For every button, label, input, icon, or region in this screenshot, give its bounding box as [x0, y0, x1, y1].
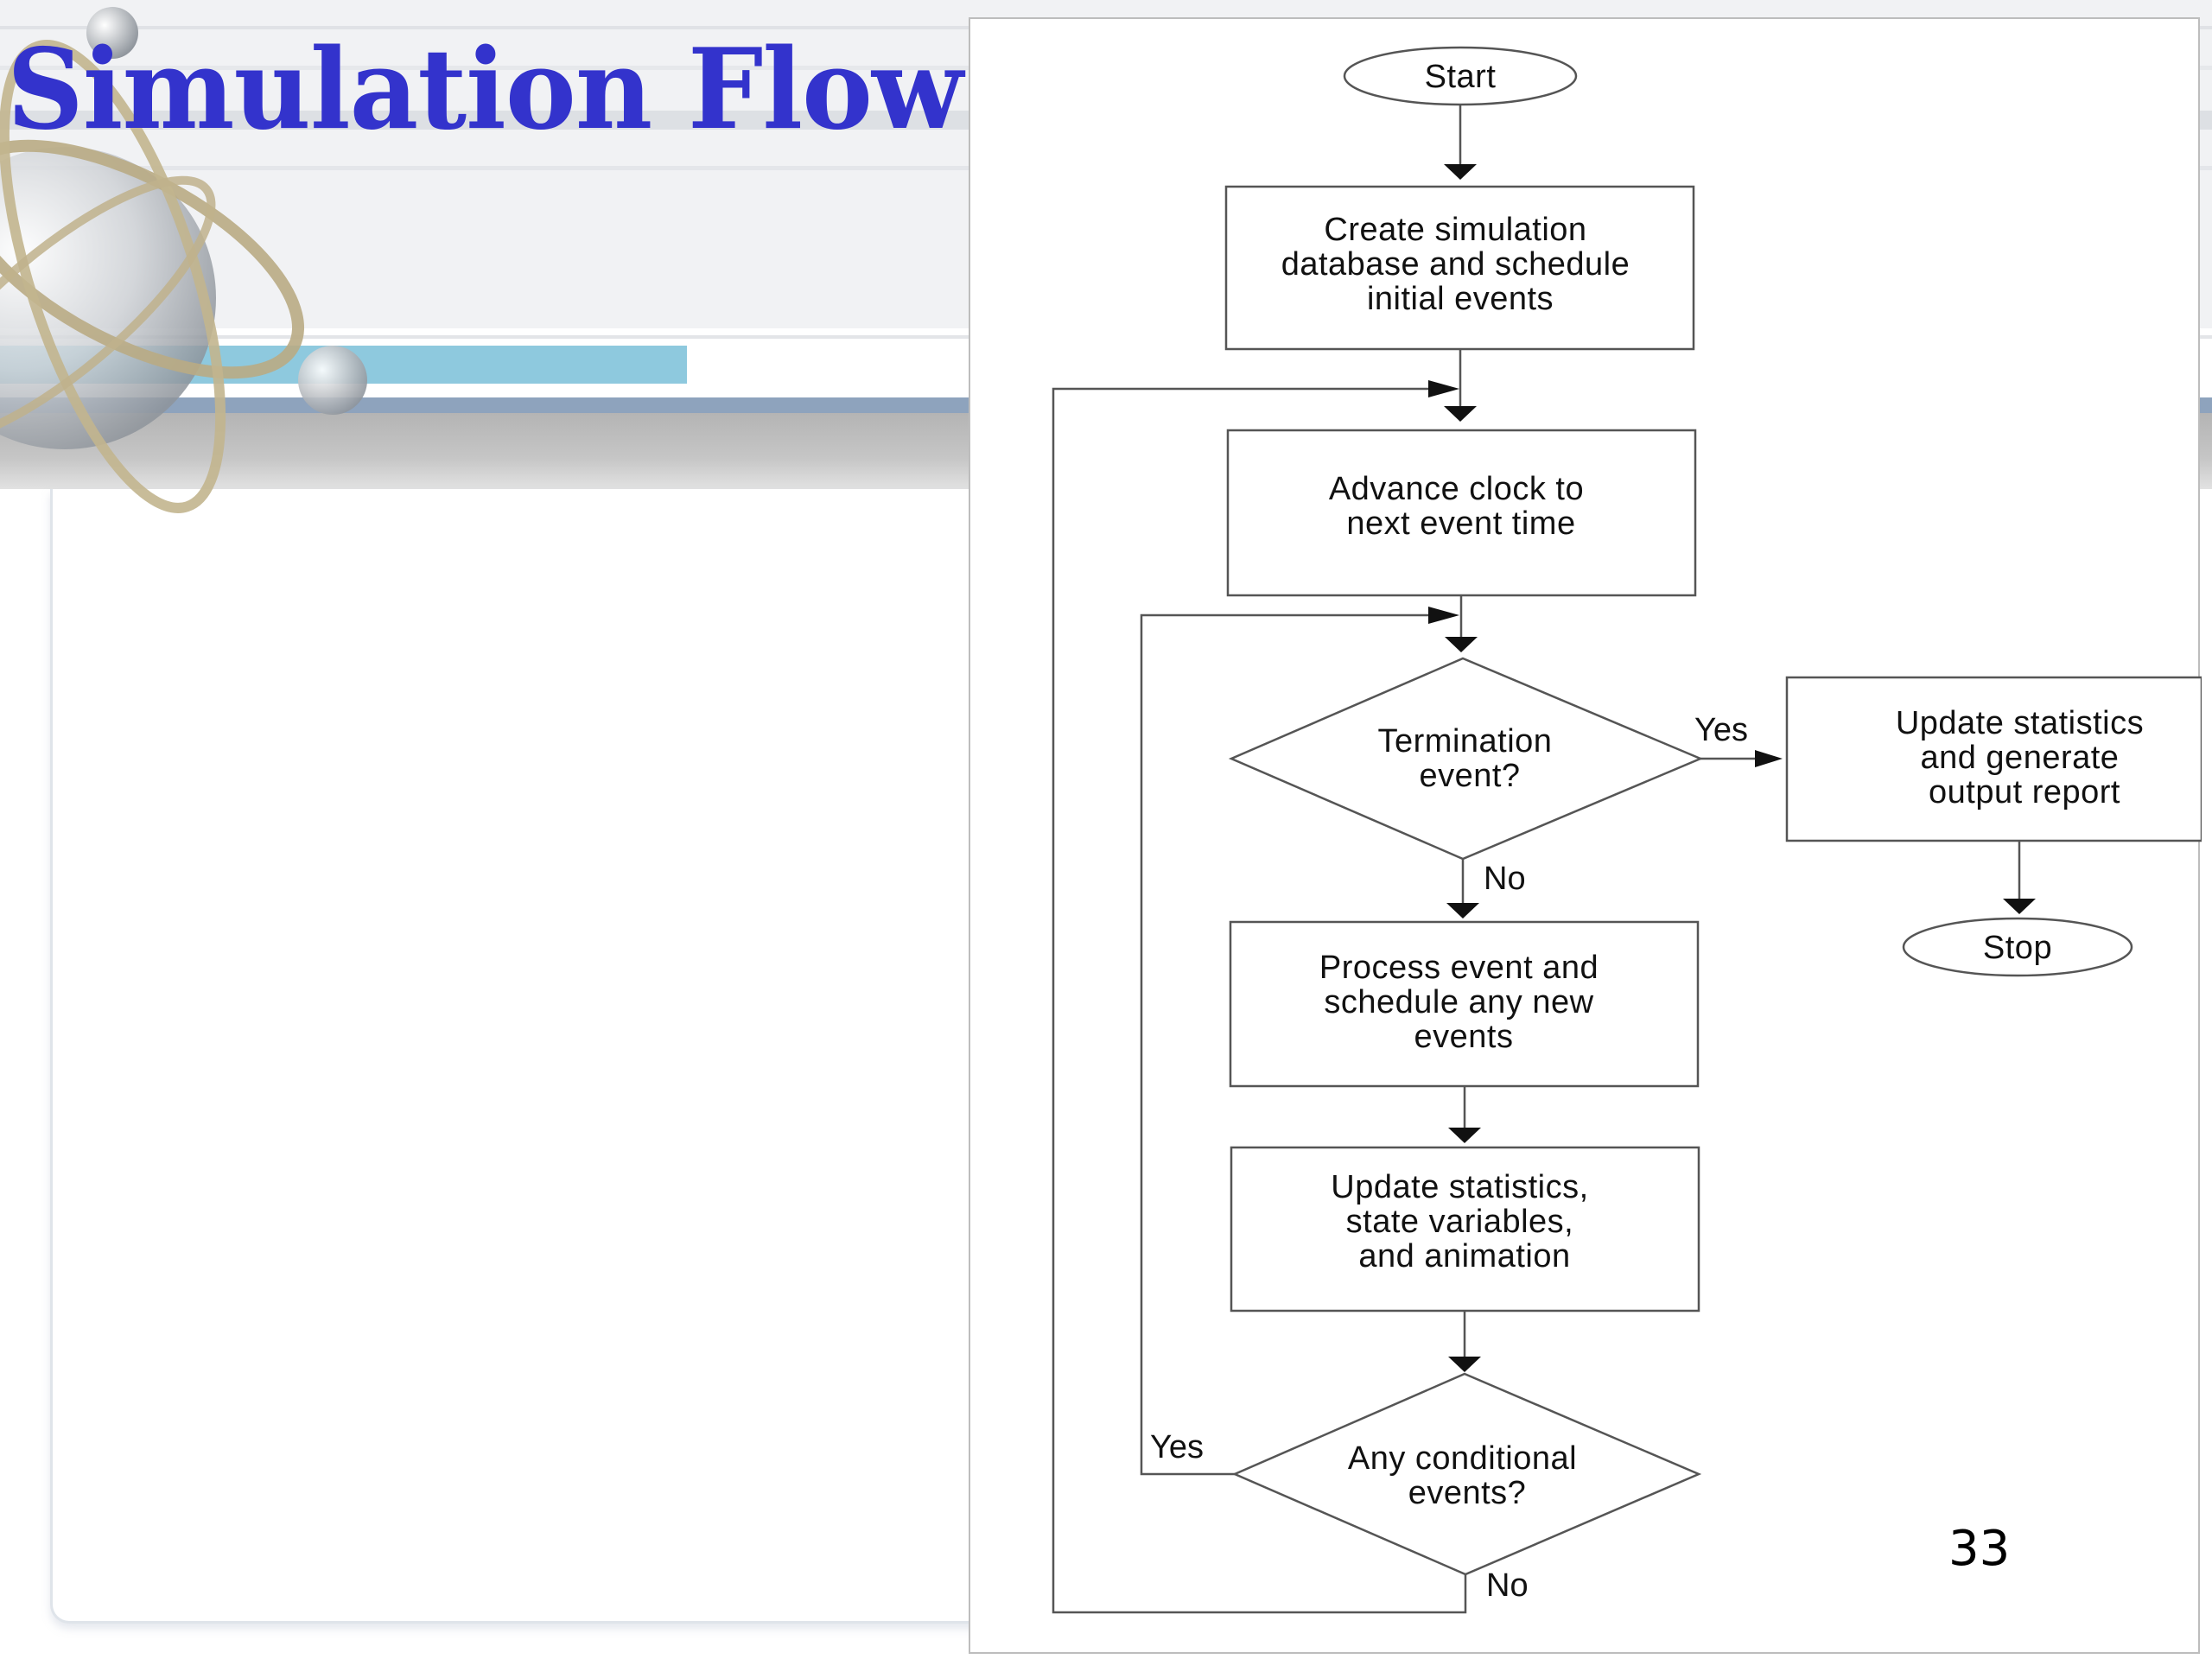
- arrowhead: [1428, 380, 1459, 397]
- node-advance-clock-label: next event time: [1346, 505, 1575, 542]
- svg-text:Update statistics, sta: Update statistics, state variables, and …: [1331, 1169, 1598, 1274]
- node-conditional: [1231, 1372, 1702, 1576]
- node-stop-label: Stop: [1983, 930, 2052, 966]
- arrowhead: [1444, 164, 1477, 180]
- node-termination-label: Termination: [1378, 723, 1553, 760]
- svg-text:Termination event?: Termination event?: [1378, 723, 1562, 794]
- arrowhead: [1755, 750, 1783, 767]
- svg-text:Start: Start: [1425, 59, 1497, 95]
- svg-text:Stop: Stop: [1983, 930, 2052, 966]
- arrowhead: [2003, 899, 2036, 914]
- arrowhead: [1448, 1128, 1481, 1143]
- node-conditional-label: Any conditional: [1348, 1440, 1577, 1477]
- node-report-label: Update statistics: [1896, 705, 2144, 741]
- arrowhead: [1446, 903, 1479, 918]
- edge-label-conditional-yes: Yes: [1150, 1429, 1204, 1465]
- atom-logo-icon: [0, 7, 367, 513]
- edge-label-termination-yes: Yes: [1694, 712, 1748, 748]
- node-report-label: output report: [1929, 774, 2120, 810]
- node-termination-label: event?: [1419, 758, 1520, 794]
- edge-conditional-no-loop: [1052, 387, 1467, 1614]
- node-create-db-label: database and schedule: [1281, 246, 1630, 283]
- edge-label-termination-no: No: [1484, 861, 1526, 897]
- edge-label-conditional-no: No: [1486, 1567, 1529, 1604]
- svg-text:Process event and sche: Process event and schedule any new event…: [1319, 950, 1608, 1055]
- flowchart-figure: Start Create simulation database and sch…: [969, 17, 2202, 1654]
- node-report-label: and generate: [1920, 740, 2119, 776]
- node-process-event: [1229, 920, 1700, 1088]
- node-advance-clock-label: Advance clock to: [1329, 471, 1584, 507]
- node-create-db: [1224, 185, 1695, 351]
- node-start-label: Start: [1425, 59, 1497, 95]
- node-update-stats: [1230, 1146, 1700, 1313]
- svg-text:Any conditional events: Any conditional events?: [1348, 1440, 1586, 1511]
- node-update-stats-label: and animation: [1358, 1238, 1570, 1274]
- svg-text:Create simulation data: Create simulation database and schedule …: [1281, 212, 1640, 317]
- node-process-event-label: Process event and: [1319, 950, 1599, 986]
- arrowhead: [1444, 406, 1477, 422]
- svg-text:Update statistics and: Update statistics and generate output re…: [1896, 705, 2153, 810]
- arrowhead: [1448, 1357, 1481, 1372]
- page-number: 33: [1948, 1521, 2011, 1577]
- node-create-db-label: Create simulation: [1324, 212, 1586, 248]
- node-conditional-label: events?: [1408, 1475, 1527, 1511]
- node-update-stats-label: Update statistics,: [1331, 1169, 1588, 1205]
- node-update-stats-label: state variables,: [1346, 1204, 1574, 1240]
- node-process-event-label: events: [1414, 1019, 1514, 1055]
- node-stop: [1902, 917, 2133, 977]
- node-start: [1343, 46, 1578, 106]
- flowchart-diagram: Start Create simulation database and sch…: [1052, 46, 2202, 1614]
- svg-text:Advance clock to next: Advance clock to next event time: [1329, 471, 1593, 542]
- node-report: [1785, 676, 2202, 842]
- node-termination: [1228, 657, 1704, 861]
- arrowhead: [1445, 637, 1478, 652]
- arrowhead: [1428, 607, 1459, 624]
- node-process-event-label: schedule any new: [1324, 984, 1593, 1020]
- node-advance-clock: [1226, 429, 1697, 597]
- edge-conditional-yes-loop: [1140, 613, 1437, 1476]
- node-create-db-label: initial events: [1367, 281, 1554, 317]
